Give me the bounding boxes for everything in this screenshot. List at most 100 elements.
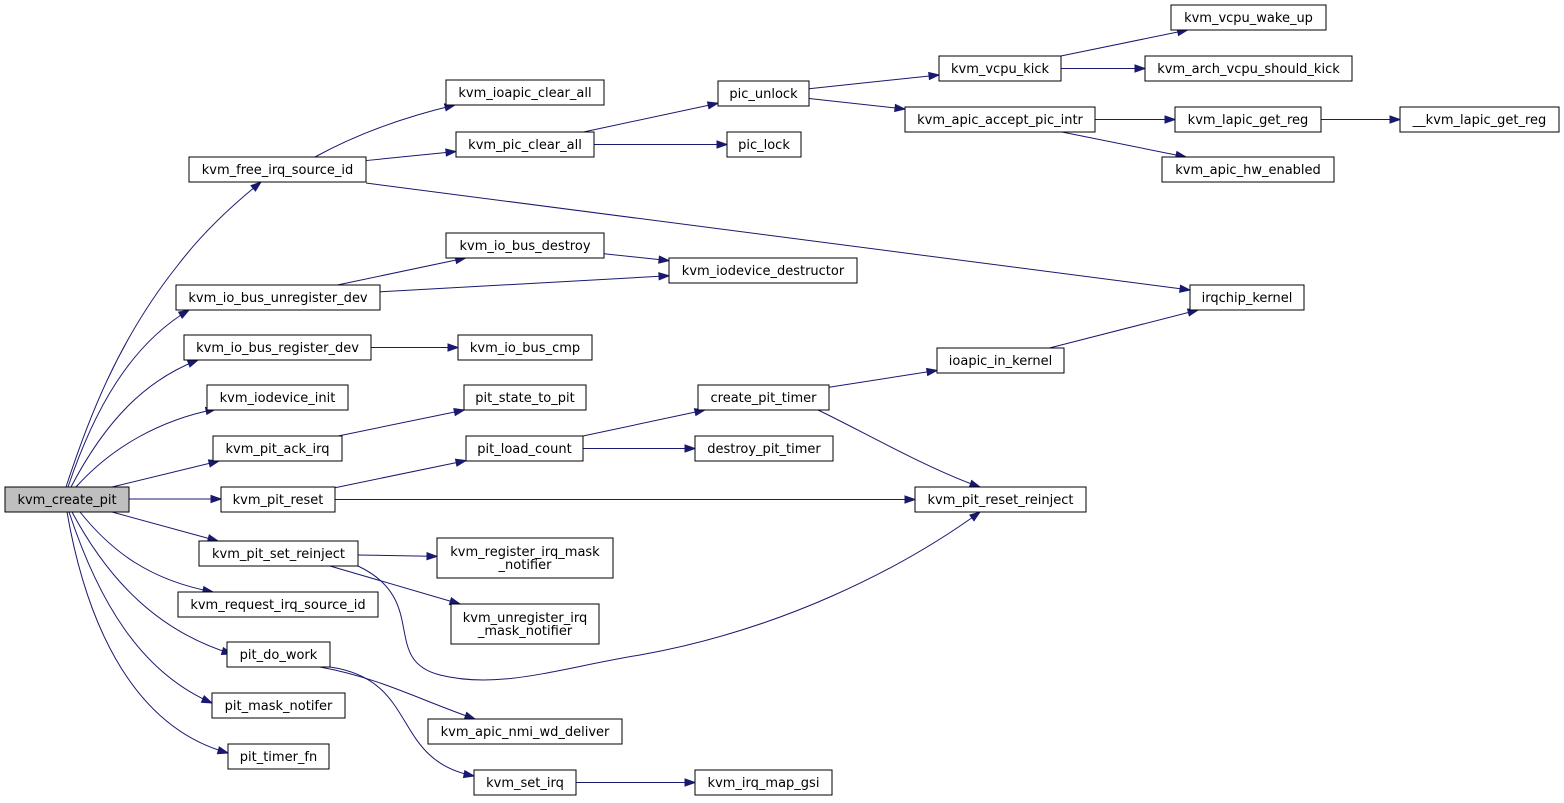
node-box [1161, 156, 1335, 183]
node-label: kvm_io_bus_unregister_dev [188, 291, 368, 306]
edge-pit_load_count-to-destroy_pit_timer [583, 444, 697, 453]
node-create-pit-timer[interactable]: create_pit_timer [697, 384, 830, 411]
node-kvm-io-bus-unregister-dev[interactable]: kvm_io_bus_unregister_dev [175, 284, 381, 311]
node-kvm-apic-hw-enabled[interactable]: kvm_apic_hw_enabled [1161, 156, 1335, 183]
edge-pic_unlock-to-kvm_vcpu_kick [808, 71, 941, 90]
node-irqchip-kernel[interactable]: irqchip_kernel [1189, 284, 1305, 311]
node-kvm-unregister-irq-mask-notifier[interactable]: kvm_unregister_irq_mask_notifier [450, 603, 600, 645]
node-box [450, 603, 600, 645]
edge-kvm_pit_ack_irq-to-pit_state_to_pit [338, 408, 466, 437]
edge-kvm_create_pit-to-kvm_pit_set_reinject [111, 511, 220, 543]
node-box [227, 743, 330, 770]
node-box [914, 486, 1087, 513]
edge-kvm_io_bus_register_dev-to-kvm_io_bus_cmp [371, 343, 460, 352]
arrowhead-icon [716, 140, 729, 149]
node-box [904, 106, 1096, 133]
node-label: __kvm_lapic_get_reg [1412, 113, 1547, 128]
node-ioapic-in-kernel[interactable]: ioapic_in_kernel [936, 347, 1065, 374]
node-label: kvm_ioapic_clear_all [458, 86, 591, 101]
node-kvm-io-bus-cmp[interactable]: kvm_io_bus_cmp [457, 334, 593, 361]
node-kvm-set-irq[interactable]: kvm_set_irq [473, 769, 577, 796]
node-box [717, 80, 810, 107]
node-kvm-pit-set-reinject[interactable]: kvm_pit_set_reinject [198, 540, 359, 567]
node-kvm-ioapic-clear-all[interactable]: kvm_ioapic_clear_all [445, 79, 605, 106]
node-box [726, 131, 802, 158]
node-label: kvm_pit_reset_reinject [927, 493, 1073, 508]
node-pit-load-count[interactable]: pit_load_count [465, 435, 584, 462]
node-label: kvm_register_irq_mask [450, 545, 600, 560]
node-label: pit_state_to_pit [475, 391, 574, 406]
node-kvm-create-pit[interactable]: kvm_create_pit [4, 486, 130, 513]
node-label: kvm_io_bus_cmp [470, 341, 580, 356]
node-kvm-io-bus-register-dev[interactable]: kvm_io_bus_register_dev [183, 334, 372, 361]
arrowhead-icon [969, 511, 982, 522]
node-kvm-vcpu-wake-up[interactable]: kvm_vcpu_wake_up [1170, 4, 1327, 31]
node-pit-timer-fn[interactable]: pit_timer_fn [227, 743, 330, 770]
node-kvm-pit-reset-reinject[interactable]: kvm_pit_reset_reinject [914, 486, 1087, 513]
edge-kvm_free_irq_source_id-to-kvm_pic_clear_all [365, 148, 458, 162]
edge-kvm_create_pit-to-kvm_free_irq_source_id [65, 181, 263, 488]
arrowhead-icon [177, 309, 191, 319]
edge-kvm_create_pit-to-pit_mask_notifer [68, 511, 214, 704]
edge-kvm_pic_clear_all-to-pic_lock [594, 140, 729, 149]
edge-pit_do_work-to-kvm_set_irq [329, 666, 476, 779]
node-label: kvm_unregister_irq [463, 611, 587, 626]
node-box [697, 384, 830, 411]
node-label: kvm_iodevice_init [220, 391, 336, 406]
node-box [220, 486, 336, 513]
arrowhead-icon [200, 694, 214, 704]
node-box [183, 334, 372, 361]
node-box [445, 232, 605, 259]
node-pit-do-work[interactable]: pit_do_work [226, 641, 331, 668]
node-label: kvm_iodevice_destructor [682, 264, 845, 279]
node-box [211, 692, 346, 719]
node-kvm-pit-reset[interactable]: kvm_pit_reset [220, 486, 336, 513]
edge-kvm_io_bus_unregister_dev-to-kvm_iodevice_destructor [379, 272, 671, 293]
arrowhead-icon [1134, 64, 1147, 73]
node-label: _mask_notifier [477, 624, 573, 639]
node-label: kvm_request_irq_source_id [190, 598, 365, 613]
node-label: kvm_apic_hw_enabled [1175, 163, 1321, 178]
arrowhead-icon [250, 181, 263, 192]
arrowhead-icon [210, 494, 223, 504]
arrowhead-icon [1389, 115, 1402, 124]
node-label: pit_do_work [240, 648, 318, 663]
node-kvm-pic-clear-all[interactable]: kvm_pic_clear_all [455, 131, 595, 158]
edge-kvm_pic_clear_all-to-pic_unlock [583, 101, 720, 133]
edge-kvm_create_pit-to-kvm_pit_ack_irq [111, 459, 221, 488]
node-box [1399, 106, 1560, 133]
node-kvm-lapic-get-reg[interactable]: kvm_lapic_get_reg [1174, 106, 1322, 133]
node-kvm-irq-map-gsi[interactable]: kvm_irq_map_gsi [694, 769, 833, 796]
node-pit-mask-notifer[interactable]: pit_mask_notifer [211, 692, 346, 719]
edge-kvm_create_pit-to-kvm_pit_reset [129, 494, 223, 504]
node-box [938, 55, 1062, 82]
arrowhead-icon [426, 551, 439, 561]
node-kvm-iodevice-destructor[interactable]: kvm_iodevice_destructor [668, 257, 858, 284]
node-kvm-iodevice-init[interactable]: kvm_iodevice_init [206, 384, 349, 411]
node-kvm-apic-nmi-wd-deliver[interactable]: kvm_apic_nmi_wd_deliver [427, 718, 623, 745]
node-kvm-apic-accept-pic-intr[interactable]: kvm_apic_accept_pic_intr [904, 106, 1096, 133]
arrowhead-icon [925, 367, 939, 377]
node-pit-state-to-pit[interactable]: pit_state_to_pit [463, 384, 587, 411]
node---kvm-lapic-get-reg[interactable]: __kvm_lapic_get_reg [1399, 106, 1560, 133]
node-pic-lock[interactable]: pic_lock [726, 131, 802, 158]
edge-kvm_create_pit-to-kvm_request_irq_source_id [79, 511, 215, 595]
node-kvm-vcpu-kick[interactable]: kvm_vcpu_kick [938, 55, 1062, 82]
node-kvm-io-bus-destroy[interactable]: kvm_io_bus_destroy [445, 232, 605, 259]
node-box [463, 384, 587, 411]
node-kvm-free-irq-source-id[interactable]: kvm_free_irq_source_id [188, 156, 367, 183]
node-box [226, 641, 331, 668]
node-destroy-pit-timer[interactable]: destroy_pit_timer [694, 435, 834, 462]
arrowhead-icon [1179, 284, 1192, 293]
node-kvm-request-irq-source-id[interactable]: kvm_request_irq_source_id [177, 591, 379, 618]
node-label: kvm_vcpu_kick [951, 62, 1050, 77]
node-kvm-pit-ack-irq[interactable]: kvm_pit_ack_irq [212, 435, 343, 462]
node-box [436, 537, 614, 579]
node-kvm-register-irq-mask-notifier[interactable]: kvm_register_irq_mask_notifier [436, 537, 614, 579]
node-label: pit_mask_notifer [225, 699, 333, 714]
edge-create_pit_timer-to-kvm_pit_reset_reinject [817, 409, 982, 488]
node-pic-unlock[interactable]: pic_unlock [717, 80, 810, 107]
arrowhead-icon [216, 746, 230, 755]
node-kvm-arch-vcpu-should-kick[interactable]: kvm_arch_vcpu_should_kick [1144, 55, 1353, 82]
